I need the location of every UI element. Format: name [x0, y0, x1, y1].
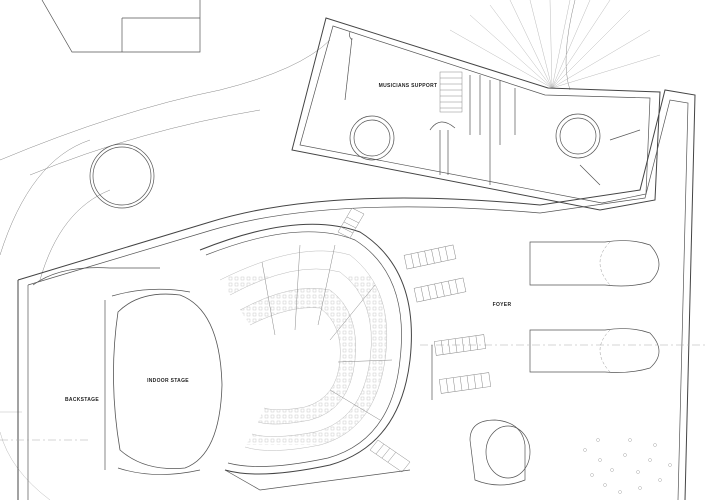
fan-lines-topright — [449, 0, 661, 89]
label-musicians-support: MUSICIANS SUPPORT — [378, 83, 438, 89]
site-boundary-lines — [0, 0, 576, 500]
label-indoor-stage: INDOOR STAGE — [147, 378, 189, 384]
round-tower-left — [89, 143, 155, 209]
foyer-bars — [0, 240, 707, 441]
cylinder-bottom — [469, 419, 531, 486]
auditorium — [104, 207, 412, 491]
label-foyer: FOYER — [492, 302, 512, 308]
musicians-support-building — [291, 17, 661, 211]
landscape-pattern — [583, 438, 672, 494]
label-backstage: BACKSTAGE — [65, 397, 99, 403]
foyer-stairs — [403, 244, 492, 400]
site-building-topleft — [41, 0, 201, 53]
main-building-perimeter — [17, 89, 696, 500]
